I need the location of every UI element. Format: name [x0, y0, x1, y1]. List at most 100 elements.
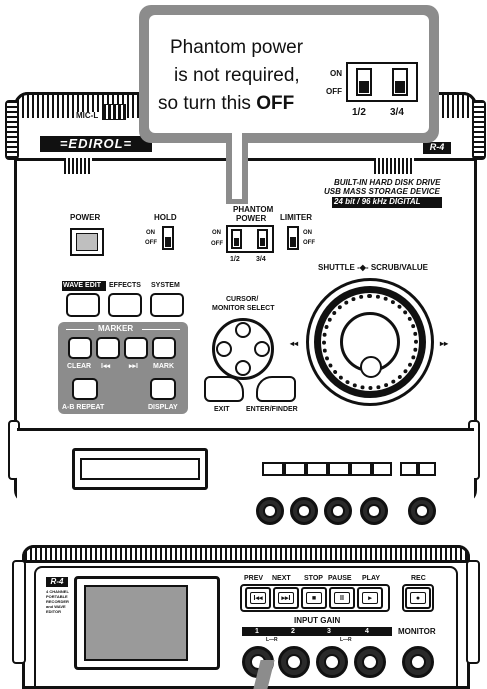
- input-gain-bar: [242, 627, 392, 636]
- cursor-down-button[interactable]: [235, 360, 251, 376]
- phantom-switch-1-2[interactable]: [231, 229, 242, 249]
- input-gain-knob-4[interactable]: [354, 646, 386, 678]
- play-icon: ▸: [362, 592, 378, 604]
- callout-switch-off: OFF: [326, 88, 342, 96]
- phantom-switch-3-4[interactable]: [257, 229, 268, 249]
- shuttle-label: SHUTTLE -◆- SCRUB/VALUE: [318, 264, 428, 272]
- stop-label: STOP: [304, 575, 323, 582]
- callout-switch-on: ON: [330, 70, 342, 78]
- system-label: SYSTEM: [151, 282, 180, 289]
- callout-tail-inner: [232, 133, 242, 199]
- transport-strip: [262, 462, 392, 476]
- card-slot-inner: [80, 458, 200, 480]
- front-unit-rail: [22, 545, 470, 563]
- input-gain-label: INPUT GAIN: [294, 617, 340, 625]
- top-gain-knob-2[interactable]: [290, 497, 318, 525]
- power-label: POWER: [70, 214, 100, 222]
- hold-switch[interactable]: [162, 226, 174, 250]
- rec-label: REC: [411, 575, 426, 582]
- callout-switch-1-2: [356, 68, 372, 96]
- top-gain-knob-4[interactable]: [360, 497, 388, 525]
- callout-line-3: so turn this OFF: [158, 94, 294, 113]
- model-badge-text: R-4: [423, 143, 451, 152]
- spec-line-3: 24 bit / 96 kHz DIGITAL: [334, 198, 421, 206]
- input-gain-knob-3[interactable]: [316, 646, 348, 678]
- gain-ch-2: 2: [291, 628, 295, 635]
- phantom-on-label: ON: [212, 230, 221, 236]
- prev-marker-button[interactable]: [96, 337, 120, 359]
- wave-edit-button[interactable]: [66, 293, 100, 317]
- exit-button[interactable]: [204, 376, 244, 402]
- phantom-label-1: PHANTOM: [233, 206, 273, 214]
- gain-ch-4: 4: [365, 628, 369, 635]
- play-button[interactable]: ▸: [357, 587, 383, 609]
- pause-label: PAUSE: [328, 575, 352, 582]
- enter-finder-button[interactable]: [256, 376, 296, 402]
- front-left-handle: [12, 560, 26, 664]
- next-marker-button[interactable]: [124, 337, 148, 359]
- left-side-handle: [5, 100, 19, 160]
- cursor-left-button[interactable]: [216, 341, 232, 357]
- marker-line-2: [142, 329, 180, 330]
- front-right-handle: [466, 560, 480, 664]
- clear-button[interactable]: [68, 337, 92, 359]
- power-button-face: [76, 233, 98, 251]
- enter-finder-label: ENTER/FINDER: [246, 406, 298, 413]
- front-badge-text: R-4: [47, 578, 67, 586]
- rec-icon: ●: [410, 592, 426, 604]
- prev-button[interactable]: I◂◂: [245, 587, 271, 609]
- hold-label: HOLD: [154, 214, 177, 222]
- effects-label: EFFECTS: [109, 282, 141, 289]
- ab-repeat-label: A-B REPEAT: [62, 404, 104, 411]
- front-screen-glass: [84, 585, 188, 661]
- callout-line-3-text: so turn this: [158, 93, 256, 114]
- stop-icon: ■: [306, 592, 322, 604]
- system-button[interactable]: [150, 293, 184, 317]
- rec-strip: [400, 462, 436, 476]
- prev-label: PREV: [244, 575, 263, 582]
- gain-ch-1: 1: [255, 628, 259, 635]
- monitor-knob[interactable]: [402, 646, 434, 678]
- grille-right: [374, 158, 414, 174]
- stop-button[interactable]: ■: [301, 587, 327, 609]
- ab-repeat-button[interactable]: [72, 378, 98, 400]
- next-button[interactable]: ▸▸I: [273, 587, 299, 609]
- wave-edit-label: WAVE EDIT: [63, 282, 101, 289]
- phantom-ch-b: 3/4: [256, 256, 266, 263]
- cursor-label-2: MONITOR SELECT: [212, 305, 274, 312]
- top-gain-knob-3[interactable]: [324, 497, 352, 525]
- brand-logo: =EDIROL=: [42, 136, 150, 152]
- limiter-off-label: OFF: [303, 240, 315, 246]
- rec-button[interactable]: ●: [405, 587, 431, 609]
- top-gain-knob-1[interactable]: [256, 497, 284, 525]
- rewind-indicator: ◂◂: [290, 340, 298, 348]
- phantom-label-2: POWER: [236, 215, 266, 223]
- right-side-handle: [472, 100, 486, 160]
- mic-vents: [102, 104, 126, 120]
- grille-left: [64, 158, 92, 174]
- mark-label: MARK: [153, 363, 174, 370]
- hold-off-label: OFF: [145, 240, 157, 246]
- cursor-right-button[interactable]: [254, 341, 270, 357]
- mic-label: MIC-L: [74, 112, 100, 120]
- top-monitor-knob[interactable]: [408, 497, 436, 525]
- limiter-on-label: ON: [303, 230, 312, 236]
- cursor-label-1: CURSOR/: [226, 296, 258, 303]
- cursor-up-button[interactable]: [235, 322, 251, 338]
- marker-label: MARKER: [98, 325, 133, 333]
- display-button[interactable]: [150, 378, 176, 400]
- limiter-label: LIMITER: [280, 214, 312, 222]
- next-label: NEXT: [272, 575, 291, 582]
- lr-link-b: L—R: [340, 638, 352, 643]
- clear-label: CLEAR: [67, 363, 91, 370]
- front-desc-5: EDITOR: [46, 610, 61, 614]
- prev-marker-label: I◂◂: [101, 363, 110, 370]
- prev-icon: I◂◂: [250, 592, 266, 604]
- pause-button[interactable]: II: [329, 587, 355, 609]
- limiter-switch[interactable]: [287, 226, 299, 250]
- phantom-off-label: OFF: [211, 241, 223, 247]
- input-gain-knob-2[interactable]: [278, 646, 310, 678]
- mark-button[interactable]: [152, 337, 176, 359]
- callout-off-emphasis: OFF: [256, 93, 294, 114]
- effects-button[interactable]: [108, 293, 142, 317]
